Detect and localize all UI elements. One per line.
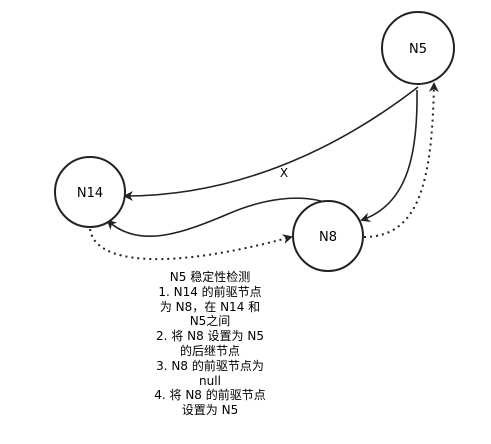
note-line: N5之间 — [189, 314, 231, 329]
node-n5: N5 — [381, 11, 455, 85]
stability-check-note: N5 稳定性检测 1. N14 的前驱节点 为 N8，在 N14 和 N5之间 … — [130, 270, 290, 418]
note-line: N5 稳定性检测 — [169, 270, 251, 284]
edge-n8-to-n14 — [106, 197, 331, 237]
note-line: 1. N14 的前驱节点 — [158, 284, 262, 299]
note-line: 设置为 N5 — [181, 403, 239, 418]
node-n8: N8 — [292, 200, 364, 272]
edge-n8-to-n5-dotted — [363, 82, 439, 238]
edge-n14-to-n8-dotted — [89, 228, 293, 261]
note-line: 2. 将 N8 设置为 N5 — [156, 329, 264, 344]
node-n14: N14 — [54, 156, 126, 228]
note-line: null — [199, 373, 221, 388]
note-line: 的后继节点 — [179, 343, 240, 358]
edge-label-x: X — [280, 166, 288, 180]
note-line: 4. 将 N8 的前驱节点 — [154, 388, 266, 403]
note-line: 为 N8，在 N14 和 — [159, 299, 261, 314]
edge-n5-to-n8 — [360, 89, 418, 223]
note-line: 3. N8 的前驱节点为 — [156, 358, 264, 373]
edge-n5-to-n14 — [123, 86, 419, 201]
node-n14-label: N14 — [77, 186, 103, 201]
node-n8-label: N8 — [319, 230, 337, 245]
node-n5-label: N5 — [409, 42, 427, 57]
